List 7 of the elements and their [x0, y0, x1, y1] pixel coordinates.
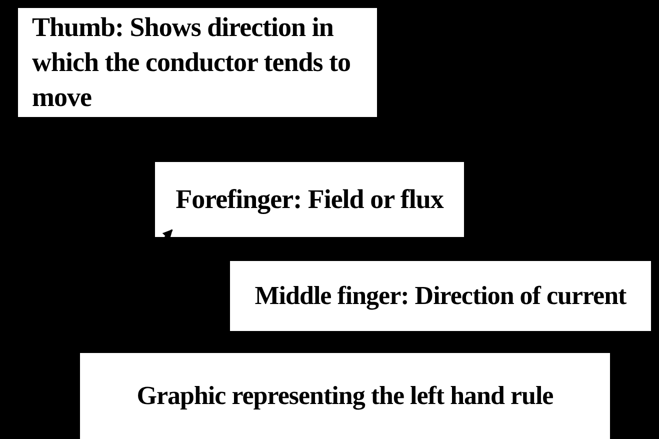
text-box	[80, 353, 610, 439]
box-text: Thumb: Shows direction in which the conductor tends to move	[32, 10, 352, 114]
box-text: Middle finger: Direction of current	[254, 280, 626, 312]
text-box	[230, 261, 651, 331]
text-box	[155, 162, 464, 237]
box-text: Forefinger: Field or flux	[176, 182, 444, 216]
box-text: Graphic representing the left hand rule	[136, 380, 554, 412]
